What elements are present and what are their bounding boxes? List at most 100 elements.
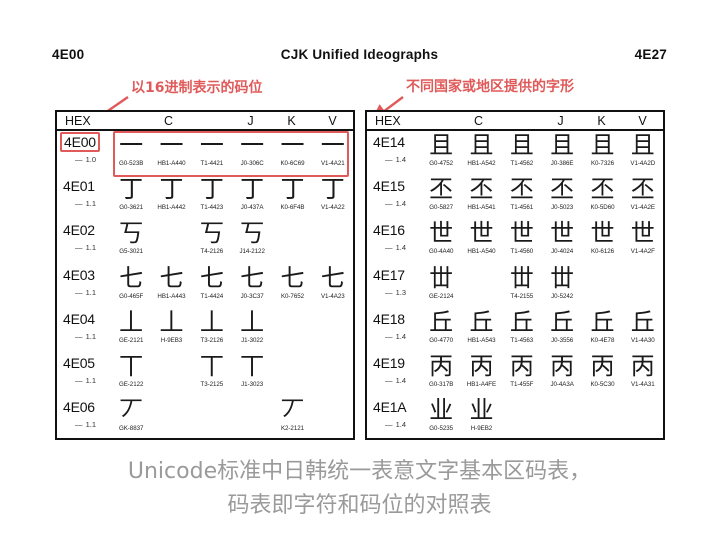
column-header-k: K <box>287 113 296 128</box>
column-header-j: J <box>557 113 564 128</box>
glyph: 丕 <box>429 175 454 204</box>
unicode-version: — 1.4 <box>385 155 407 164</box>
hex-code: 4E18 <box>373 310 405 327</box>
unicode-version: — 1.4 <box>385 331 407 341</box>
glyph: 丂 <box>119 219 144 248</box>
hex-code: 4E05 <box>63 354 95 371</box>
unicode-version: — 1.0 <box>75 155 97 164</box>
source-reference: GE-2124 <box>428 292 454 300</box>
source-reference: G0-317B <box>428 380 454 388</box>
glyph: 丁 <box>199 175 224 204</box>
glyph: 一 <box>240 131 265 159</box>
column-header-v: V <box>638 113 647 128</box>
chart-header-row-left: HEX C J K V <box>57 112 353 131</box>
page-right-code: 4E27 <box>634 46 667 62</box>
source-reference: G0-4770 <box>429 336 454 344</box>
source-reference: V1-4A2F <box>630 248 655 256</box>
source-reference: V1-4A23 <box>320 292 345 300</box>
glyph-cell-empty <box>502 396 542 440</box>
source-reference: T1-4561 <box>510 204 534 212</box>
glyph: 丕 <box>590 175 615 204</box>
column-header-k: K <box>597 113 606 128</box>
column-header-c: C <box>473 113 484 128</box>
glyph: 丁 <box>159 175 184 204</box>
row-hex-cell: 4E01— 1.1 <box>57 175 111 219</box>
glyph-cell-empty <box>313 352 353 396</box>
hex-code: 4E01 <box>63 178 95 195</box>
glyph: 七 <box>119 263 144 292</box>
glyph: 丗 <box>550 263 575 292</box>
source-reference: J0-4A3A <box>550 380 574 388</box>
glyph-cell-empty <box>582 396 622 440</box>
glyph: 一 <box>280 131 305 159</box>
glyph: 丗 <box>429 263 454 292</box>
source-reference: T4-2126 <box>200 248 224 256</box>
glyph: 丘 <box>509 307 534 336</box>
source-reference: V1-4A2E <box>630 204 656 212</box>
glyph: 七 <box>280 263 305 292</box>
glyph-cell-empty <box>623 396 663 440</box>
source-reference: T4-2155 <box>510 292 534 300</box>
glyph: 丂 <box>199 219 224 248</box>
glyph-cell-empty <box>272 352 312 396</box>
glyph: 丅 <box>119 351 144 380</box>
source-reference: T1-455F <box>510 380 534 388</box>
glyph: 丄 <box>199 307 224 336</box>
glyph: 丕 <box>550 175 575 204</box>
glyph: 丗 <box>509 263 534 292</box>
unicode-version: — 1.1 <box>75 243 97 253</box>
source-reference: GE-2122 <box>118 380 144 388</box>
source-reference: HB1-A440 <box>157 160 186 167</box>
source-reference: J0-386E <box>550 160 574 167</box>
glyph-cell-empty <box>272 308 312 352</box>
glyph: 世 <box>630 219 655 248</box>
glyph: 七 <box>320 263 345 292</box>
column-header-j: J <box>247 113 254 128</box>
glyph-cell-empty <box>313 219 353 263</box>
source-reference: J0-4024 <box>551 248 574 256</box>
glyph: 且 <box>590 131 615 159</box>
hex-code: 4E04 <box>63 310 95 327</box>
source-reference: J0-5023 <box>551 204 574 212</box>
unicode-version: — 1.4 <box>385 420 407 430</box>
